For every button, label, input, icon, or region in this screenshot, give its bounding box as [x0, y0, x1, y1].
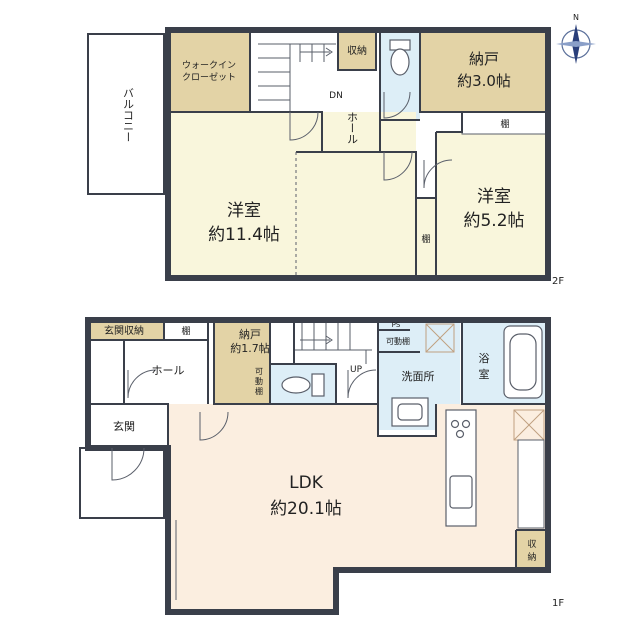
storage-label-1f-1: 収	[527, 538, 536, 550]
storage-label-2f: 収納	[347, 44, 367, 57]
wash-basin	[391, 397, 429, 427]
entrance	[88, 404, 168, 448]
stairs-up-label: UP	[350, 365, 363, 375]
nando-name-1f: 納戸	[239, 328, 261, 341]
western-room-b	[436, 132, 548, 278]
compass-rose-icon: N	[556, 13, 596, 64]
movable-shelf-label-2b: 動	[255, 377, 263, 386]
hall-label-2f: ホール	[346, 111, 359, 144]
bath-label-2: 室	[479, 367, 490, 381]
ldk-size: 約20.1帖	[270, 499, 342, 519]
hall-1f	[124, 340, 208, 404]
western-room-a	[168, 112, 416, 278]
balcony	[87, 33, 165, 195]
north-label: N	[573, 13, 579, 22]
storage-2f	[338, 30, 376, 70]
shelf-label-1f: 棚	[181, 325, 190, 337]
floor-label-1f: 1F	[552, 598, 564, 609]
room-a-size: 約11.4帖	[208, 225, 280, 245]
nando-2f	[420, 30, 548, 112]
entrance-label: 玄関	[113, 419, 135, 433]
kitchen-counter	[445, 409, 477, 527]
walk-in-closet	[168, 30, 250, 112]
stair-area-1f	[294, 320, 374, 364]
entrance-storage-label: 玄関収納	[104, 324, 144, 337]
washroom-label: 洗面所	[402, 370, 435, 383]
entrance-storage	[88, 320, 164, 340]
bath-label-1: 浴	[479, 352, 490, 365]
walk-in-closet-label-2: クローゼット	[182, 71, 236, 83]
nando-name-2f: 納戸	[469, 50, 499, 68]
nando-1f	[214, 320, 270, 404]
hall-label-1f: ホール	[152, 364, 185, 377]
ldk-name: LDK	[289, 473, 324, 493]
balcony-label: バルコニー	[122, 88, 135, 143]
nando-size-2f: 約3.0帖	[457, 72, 511, 90]
bathtub	[503, 325, 543, 399]
washer-pan	[425, 323, 455, 353]
ps-label: PS	[392, 321, 401, 329]
stairs-1f	[294, 320, 372, 364]
storage-1f	[516, 530, 548, 570]
storage-label-1f-2: 納	[527, 551, 536, 563]
nando-size-1f: 約1.7帖	[230, 341, 270, 355]
room-b-name: 洋室	[477, 187, 511, 207]
stairs-down-label: DN	[329, 91, 343, 101]
ldk	[168, 404, 548, 612]
closet-2f	[416, 198, 436, 278]
toilet-fixture-2f	[389, 39, 411, 76]
shelf-label-2f-1: 棚	[500, 118, 509, 130]
floor-2f: バルコニー ウォークイン クローゼット 収納 DN ホール 納戸 約3.0帖 棚…	[87, 27, 564, 287]
movable-shelf-label-2c: 棚	[255, 386, 263, 396]
shelf-label-2f-2: 棚	[421, 233, 430, 245]
movable-shelf-label-2a: 可	[255, 367, 263, 376]
room-a-name: 洋室	[227, 201, 261, 221]
stairs-2f	[258, 43, 336, 112]
floor-1f: 玄関収納 棚 ホール 玄関 納戸 約1.7帖 可 動 棚 UP PS 可動棚 洗…	[79, 317, 564, 615]
toilet-fixture-1f	[281, 373, 325, 397]
floor-label-2f: 2F	[552, 276, 564, 287]
room-b-size: 約5.2帖	[463, 211, 524, 231]
entrance-porch	[79, 447, 165, 519]
walk-in-closet-label-1: ウォークイン	[182, 60, 236, 71]
movable-shelf-label-1: 可動棚	[386, 336, 410, 346]
shelf-1f	[164, 320, 208, 340]
back-counter	[517, 439, 545, 529]
